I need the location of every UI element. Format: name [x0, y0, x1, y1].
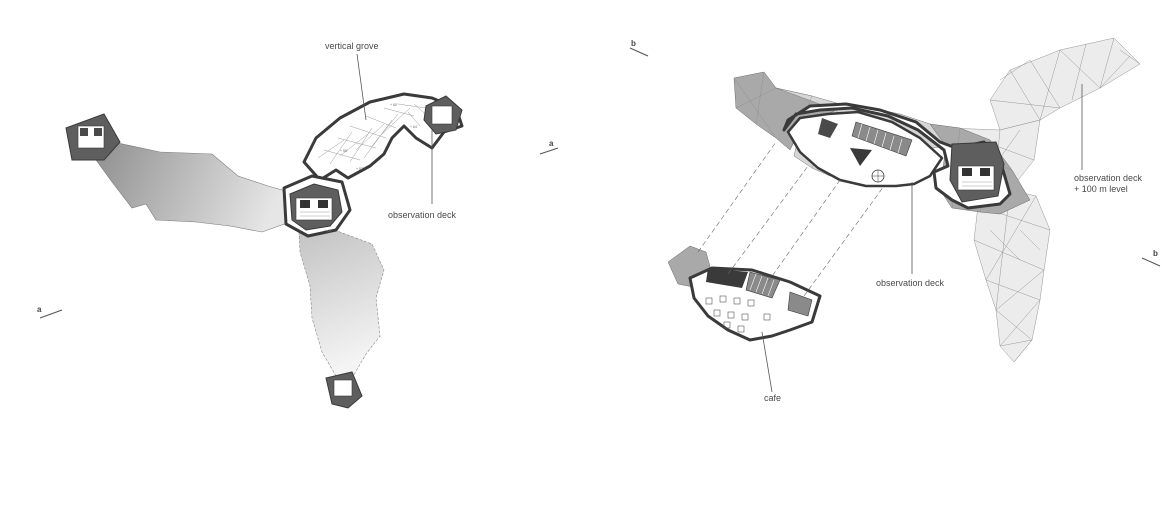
right-plan: b a b [539, 37, 1161, 403]
leader-cafe [761, 331, 773, 393]
section-cut-a-left [39, 309, 63, 319]
grove-level-note: + 52' [356, 167, 364, 171]
core-level-note: + 48' [324, 229, 332, 233]
core-center: + 48' [282, 174, 352, 238]
deck-stair [851, 121, 913, 157]
lower-arm-shadow [297, 211, 385, 379]
projection-lines [697, 141, 885, 297]
section-cut-a-right [539, 147, 559, 155]
section-mark-b-side: b [1153, 249, 1158, 258]
label-cafe: cafe [764, 393, 781, 403]
section-mark-a-right: a [549, 139, 554, 148]
cafe-plan [667, 245, 822, 342]
vertical-grove-plants [317, 103, 431, 165]
label-observation-deck-right: observation deck [876, 278, 945, 288]
section-cut-b-top [629, 47, 649, 57]
left-arm-shadow [95, 139, 297, 233]
core-right-plan [949, 141, 1005, 203]
left-plan: + 60' + 64' + 55' + 52' [37, 41, 464, 409]
grove-level-note: + 55' [340, 149, 348, 153]
grove-level-note: + 60' [390, 103, 398, 107]
label-observation-deck-upper-line1: observation deck [1074, 173, 1143, 183]
leader-vertical-grove [356, 53, 367, 121]
label-vertical-grove: vertical grove [325, 41, 379, 51]
section-mark-a-left: a [37, 305, 42, 314]
grove-level-note: + 64' [410, 125, 418, 129]
section-mark-b-top: b [631, 39, 636, 48]
cafe-counter [706, 268, 748, 288]
core-top-right [423, 95, 463, 135]
core-bottom [325, 371, 363, 409]
section-cut-b-side [1141, 257, 1161, 267]
label-observation-deck-upper-line2: + 100 m level [1074, 184, 1128, 194]
core-top-left [65, 113, 121, 161]
cafe-tables [705, 295, 771, 333]
label-observation-deck-left: observation deck [388, 210, 457, 220]
